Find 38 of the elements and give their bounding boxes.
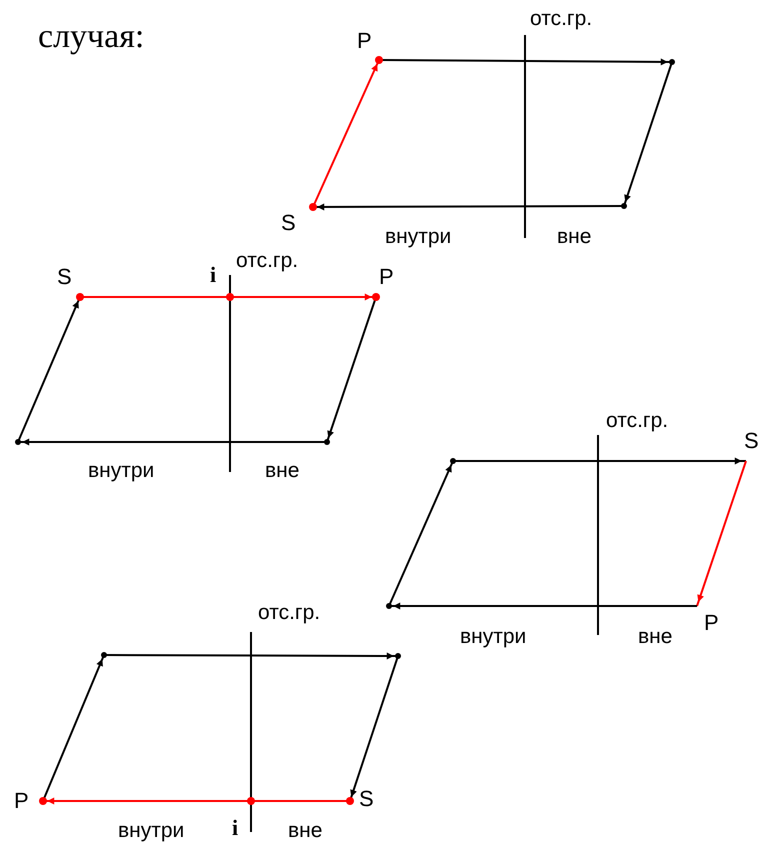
corner-point xyxy=(621,203,627,209)
region-label: вне xyxy=(265,460,300,482)
heading-text: случая: xyxy=(38,18,144,56)
arrow xyxy=(696,460,747,606)
arrow xyxy=(453,458,746,464)
corner-point xyxy=(395,653,401,659)
corner-point xyxy=(324,439,330,445)
region-label: вне xyxy=(288,820,322,842)
boundary-label: отс.гр. xyxy=(530,8,592,30)
region-label: внутри xyxy=(460,626,526,648)
vertex-label: P xyxy=(357,30,372,52)
intersection-label: i xyxy=(210,262,216,288)
corner-point xyxy=(101,652,107,658)
corner-point xyxy=(669,59,675,65)
arrow xyxy=(623,62,673,206)
boundary-label: отс.гр. xyxy=(606,410,668,432)
vertex-label: P xyxy=(704,612,719,634)
intersection-label: i xyxy=(232,815,238,841)
region-label: вне xyxy=(557,226,592,248)
corner-point xyxy=(450,458,456,464)
vertex-label: P xyxy=(14,790,29,812)
arrow xyxy=(389,602,697,610)
region-label: внутри xyxy=(88,460,154,482)
vertex-label: P xyxy=(379,266,394,288)
arrow xyxy=(104,652,398,660)
region-label: вне xyxy=(638,626,672,648)
region-label: внутри xyxy=(385,226,452,248)
corner-point xyxy=(386,603,392,609)
vertex-label: S xyxy=(744,430,759,452)
vertex-label: S xyxy=(359,788,374,810)
arrow xyxy=(388,460,454,606)
boundary-label: отс.гр. xyxy=(258,602,320,624)
vertex-label: S xyxy=(57,266,72,288)
corner-point xyxy=(15,439,21,445)
arrow xyxy=(18,438,327,446)
vertex-label: S xyxy=(281,212,296,234)
region-label: внутри xyxy=(118,820,184,842)
boundary-label: отс.гр. xyxy=(236,250,298,272)
